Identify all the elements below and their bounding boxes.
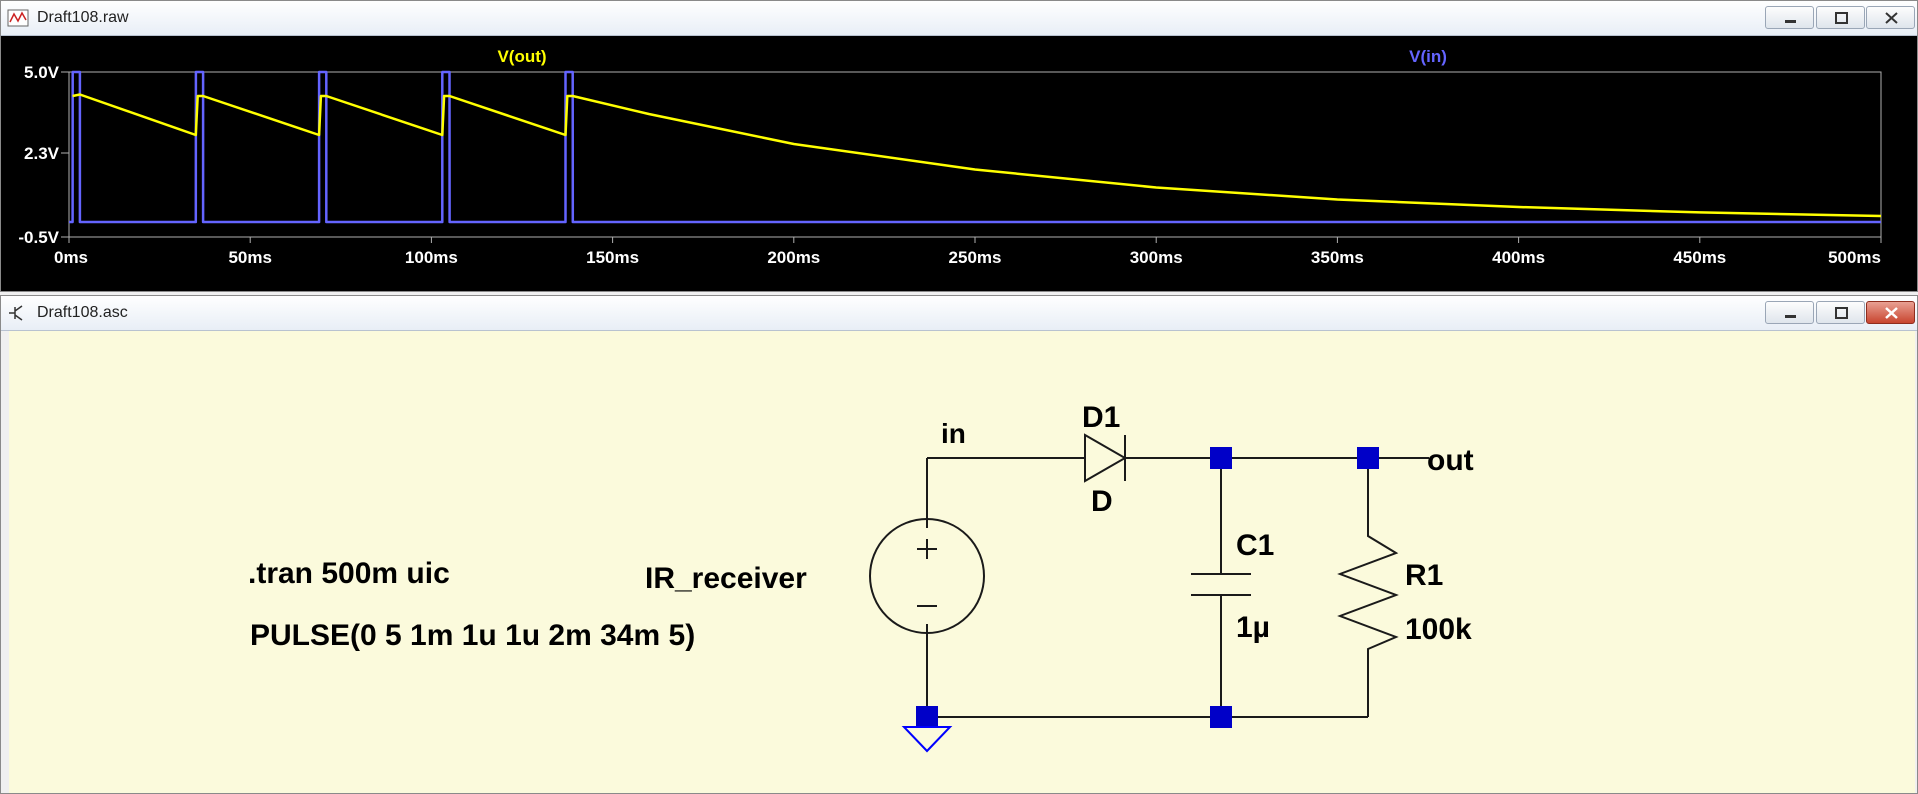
minimize-button[interactable] <box>1765 6 1814 29</box>
x-tick-label: 200ms <box>767 248 820 267</box>
x-tick-label: 450ms <box>1673 248 1726 267</box>
resistor-name[interactable]: R1 <box>1405 559 1443 592</box>
schematic-titlebar[interactable]: Draft108.asc <box>1 296 1917 331</box>
junction-node[interactable] <box>916 706 938 728</box>
resistor-value[interactable]: 100k <box>1405 613 1472 646</box>
capacitor-name[interactable]: C1 <box>1236 529 1274 562</box>
schematic-drawing[interactable]: in out D1 D C1 1µ R1 100k IR_receiver .t… <box>9 331 1915 793</box>
x-tick-label: 100ms <box>405 248 458 267</box>
x-tick-label: 250ms <box>949 248 1002 267</box>
capacitor-value[interactable]: 1µ <box>1236 611 1270 644</box>
x-tick-label: 150ms <box>586 248 639 267</box>
net-label-in[interactable]: in <box>941 418 966 449</box>
x-tick-label: 500ms <box>1828 248 1881 267</box>
close-button[interactable] <box>1866 6 1915 29</box>
legend-label-0[interactable]: V(out) <box>497 47 546 66</box>
waveform-plot[interactable]: V(out) V(in) 5.0V 2.3V -0.5V 0ms 50ms 100ms 15… <box>1 36 1917 291</box>
minimize-icon <box>1785 20 1796 23</box>
capacitor-symbol[interactable] <box>1191 573 1251 596</box>
junction-node[interactable] <box>1210 706 1232 728</box>
waveform-plot-area[interactable]: V(out) V(in) 5.0V 2.3V -0.5V 0ms 50ms 100ms 15… <box>1 36 1917 291</box>
x-tick-label: 300ms <box>1130 248 1183 267</box>
x-tick-label: 400ms <box>1492 248 1545 267</box>
waveform-app-icon <box>7 9 29 27</box>
minimize-icon <box>1785 315 1796 318</box>
schematic-window-title: Draft108.asc <box>37 304 128 321</box>
junction-node[interactable] <box>1357 447 1379 469</box>
source-name[interactable]: IR_receiver <box>645 562 807 595</box>
ground-symbol[interactable] <box>901 726 953 753</box>
x-tick-label: 50ms <box>228 248 271 267</box>
restore-icon <box>1835 12 1848 24</box>
trace-vin[interactable] <box>69 70 1881 224</box>
close-icon <box>1885 307 1898 319</box>
schematic-window: Draft108.asc <box>0 295 1918 794</box>
waveform-titlebar[interactable]: Draft108.raw <box>1 1 1917 36</box>
schematic-minimize-button[interactable] <box>1765 301 1814 324</box>
diode-symbol[interactable] <box>1047 433 1128 483</box>
tran-directive[interactable]: .tran 500m uic <box>248 557 450 590</box>
resistor-symbol[interactable] <box>1337 521 1399 661</box>
voltage-source-symbol[interactable] <box>869 518 985 634</box>
schematic-canvas[interactable]: in out D1 D C1 1µ R1 100k IR_receiver .t… <box>9 331 1915 793</box>
diode-name[interactable]: D1 <box>1082 401 1120 434</box>
junctions <box>916 447 1379 728</box>
plot-frame <box>68 71 1882 238</box>
diode-model[interactable]: D <box>1091 485 1113 518</box>
legend-label-1[interactable]: V(in) <box>1409 47 1447 66</box>
schematic-close-button[interactable] <box>1866 301 1915 324</box>
y-tick-label: 2.3V <box>24 144 60 163</box>
waveform-window-title: Draft108.raw <box>37 9 129 26</box>
net-label-out[interactable]: out <box>1427 444 1474 477</box>
restore-icon <box>1835 307 1848 319</box>
x-tick-label: 350ms <box>1311 248 1364 267</box>
schematic-restore-button[interactable] <box>1816 301 1865 324</box>
y-tick-label: 5.0V <box>24 63 60 82</box>
restore-button[interactable] <box>1816 6 1865 29</box>
close-icon <box>1885 12 1898 24</box>
trace-vout[interactable] <box>72 93 1882 218</box>
transistor-icon <box>9 305 23 321</box>
source-value[interactable]: PULSE(0 5 1m 1u 1u 2m 34m 5) <box>250 619 695 652</box>
junction-node[interactable] <box>1210 447 1232 469</box>
x-tick-label: 0ms <box>54 248 88 267</box>
waveform-window: Draft108.raw V(out) V(in) 5.0V 2.3V -0.5V 0… <box>0 0 1918 292</box>
y-tick-label: -0.5V <box>18 228 59 247</box>
